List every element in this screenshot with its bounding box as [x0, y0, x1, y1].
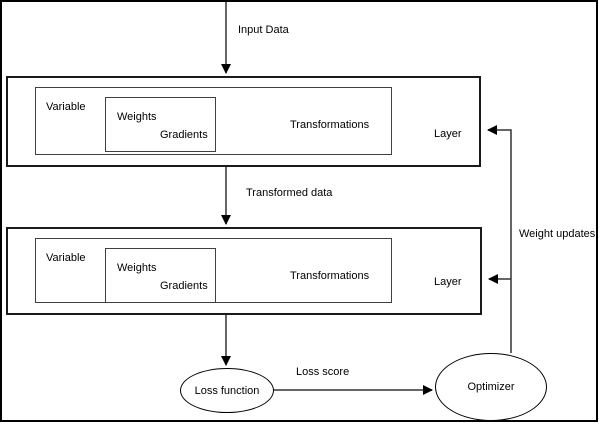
edge-label-transformed-data: Transformed data	[246, 187, 333, 199]
layer2-weights-box: Weights Gradients	[105, 248, 216, 303]
edge-label-loss-score: Loss score	[296, 366, 350, 378]
layer1-weights-box: Weights Gradients	[105, 97, 216, 152]
layer1-variable-box: Variable Weights Gradients Transformatio…	[35, 87, 392, 155]
edge-label-weight-updates: Weight updates	[519, 228, 596, 240]
layer2-label: Layer	[434, 276, 462, 288]
layer2-variable-box: Variable Weights Gradients Transformatio…	[35, 238, 392, 303]
layer2-transformations-label: Transformations	[290, 270, 370, 282]
layer1-variable-label: Variable	[46, 101, 86, 113]
layer1-label: Layer	[434, 128, 462, 140]
layer1-gradients-label: Gradients	[160, 129, 208, 141]
edge-label-input-data: Input Data	[238, 24, 289, 36]
layer2-weights-label: Weights	[117, 262, 157, 274]
layer-box-2: Variable Weights Gradients Transformatio…	[6, 227, 482, 315]
layer1-weights-label: Weights	[117, 111, 157, 123]
loss-function-node: Loss function	[180, 368, 274, 413]
layer2-variable-label: Variable	[46, 252, 86, 264]
optimizer-label: Optimizer	[467, 381, 515, 393]
loss-function-label: Loss function	[194, 384, 260, 397]
optimizer-node: Optimizer	[435, 353, 547, 421]
layer-box-1: Variable Weights Gradients Transformatio…	[6, 76, 481, 167]
layer1-transformations-label: Transformations	[290, 119, 370, 131]
layer2-gradients-label: Gradients	[160, 280, 208, 292]
